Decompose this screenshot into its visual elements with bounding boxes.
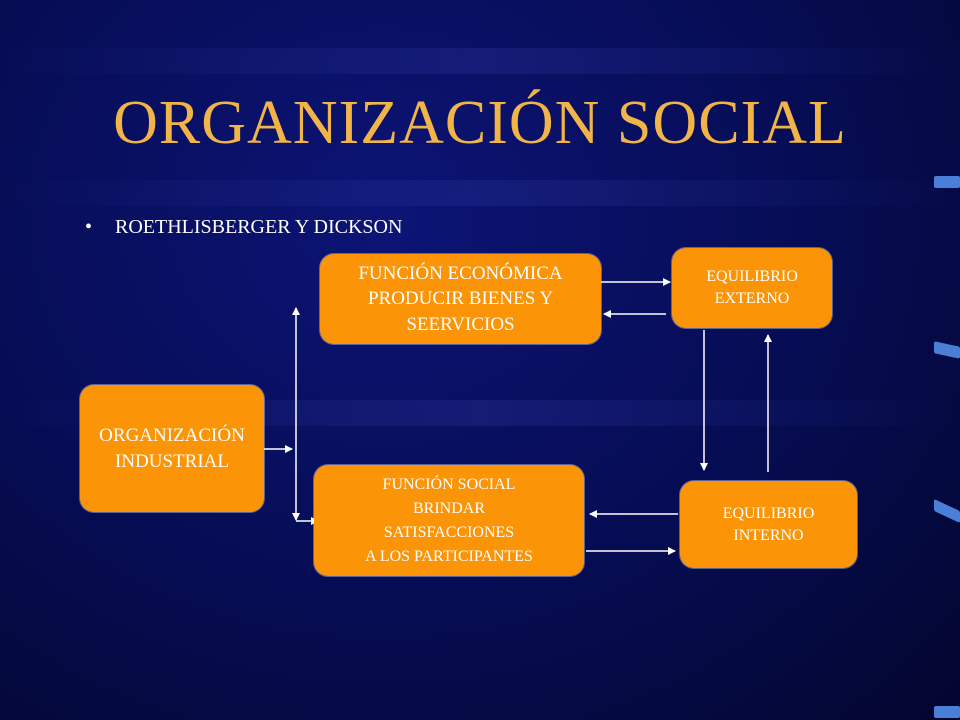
box-line: ORGANIZACIÓN [99, 424, 245, 446]
side-decoration [934, 706, 960, 718]
box-line: EXTERNO [714, 290, 790, 307]
bullet-dot: • [85, 216, 93, 238]
box-line: PRODUCIR BIENES Y [367, 288, 554, 310]
funcion-social-box: FUNCIÓN SOCIAL BRINDAR SATISFACCIONES A … [314, 465, 584, 576]
box-line: EQUILIBRIO [722, 504, 815, 522]
slide-title: ORGANIZACIÓN SOCIAL [113, 89, 847, 157]
background-band [0, 180, 960, 206]
box-line: SATISFACCIONES [383, 523, 515, 541]
organizacion-industrial-box: ORGANIZACIÓN INDUSTRIAL [80, 385, 264, 512]
box-line: SEERVICIOS [406, 313, 515, 335]
side-decoration [934, 176, 960, 188]
box-line: EQUILIBRIO [706, 268, 798, 286]
box-line: FUNCIÓN ECONÓMICA [358, 262, 563, 284]
box-line: FUNCIÓN SOCIAL [382, 475, 516, 493]
box-line: INTERNO [733, 526, 804, 544]
bullet-text: ROETHLISBERGER Y DICKSON [115, 216, 403, 238]
bullet-item: • ROETHLISBERGER Y DICKSON [85, 216, 402, 239]
equilibrio-externo-box: EQUILIBRIO EXTERNO [672, 248, 832, 328]
box-line: INDUSTRIAL [115, 450, 229, 472]
equilibrio-interno-box: EQUILIBRIO INTERNO [680, 481, 857, 568]
funcion-economica-box: FUNCIÓN ECONÓMICA PRODUCIR BIENES Y SEER… [320, 254, 601, 344]
box-line: A LOS PARTICIPANTES [365, 547, 533, 565]
box-line: BRINDAR [412, 499, 485, 517]
background-band [0, 48, 960, 74]
